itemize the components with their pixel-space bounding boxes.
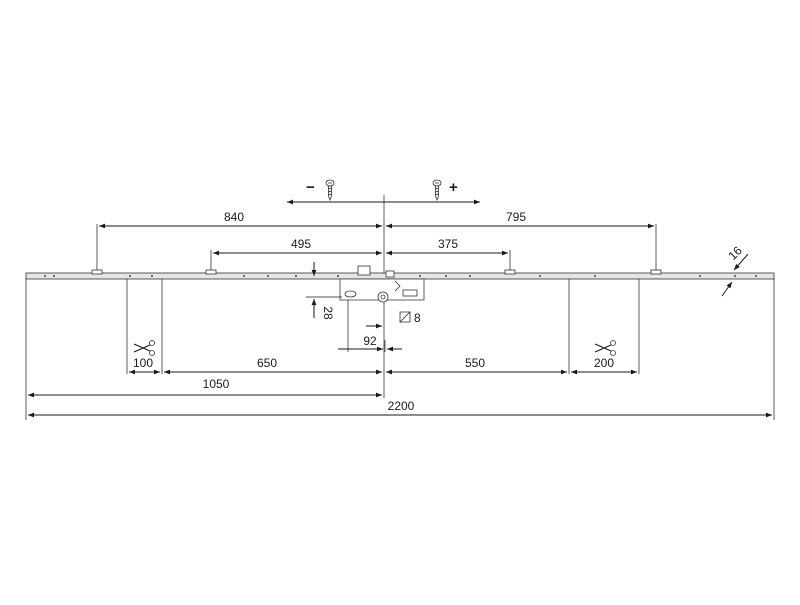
scissors-icon [133, 340, 155, 356]
locking-cams [91, 269, 662, 275]
bar-holes [44, 275, 757, 277]
dim-label-550: 550 [465, 356, 485, 370]
minus-sign: − [306, 179, 315, 196]
dim-label-375: 375 [438, 237, 458, 251]
dim-label-795: 795 [506, 210, 526, 224]
dim-label-495: 495 [291, 237, 311, 251]
dim-label-100: 100 [133, 356, 153, 370]
dim-label-200: 200 [594, 356, 614, 370]
dim-label-1050: 1050 [203, 377, 230, 391]
dim-label-8: 8 [414, 311, 421, 325]
square-icon [399, 311, 411, 323]
screw-icon [432, 179, 442, 202]
dim-label-840: 840 [224, 210, 244, 224]
scissors-icon [594, 340, 616, 356]
screw-minus-group: − [306, 179, 335, 202]
screw-plus-group: + [432, 179, 458, 202]
lock-bar [25, 272, 775, 280]
dim-label-650: 650 [257, 356, 277, 370]
screw-icon [325, 179, 335, 202]
dim-label-2200: 2200 [388, 399, 415, 413]
plus-sign: + [449, 179, 458, 196]
lock-case [339, 265, 425, 303]
dim-label-92: 92 [363, 334, 377, 348]
dim-line-16 [733, 253, 749, 271]
dim-label-16: 16 [725, 243, 745, 263]
dim-label-28: 28 [321, 306, 335, 320]
